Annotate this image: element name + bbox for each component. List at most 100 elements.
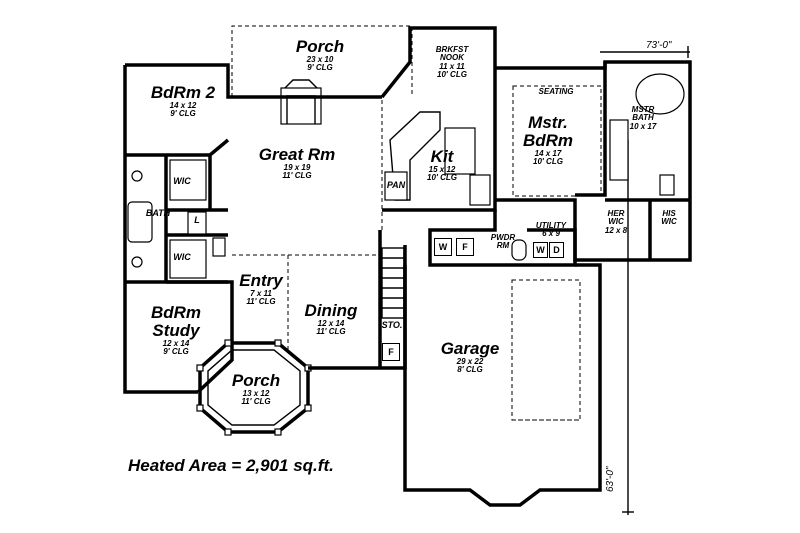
- wall-garage: [403, 263, 602, 507]
- room-size: 12 x 14: [162, 338, 190, 348]
- bdrm2-label: BdRm 2 14 x 12 9' CLG: [151, 84, 215, 119]
- garage-bay-1: [511, 279, 581, 421]
- room-ceiling: 8' CLG: [457, 365, 483, 375]
- wall-bdrm2-bath: [125, 138, 230, 284]
- pantry: [384, 171, 408, 201]
- room-ceiling: 9' CLG: [170, 109, 196, 119]
- depth-dimension: 63'-0": [605, 466, 616, 492]
- room-name: PWDR RM: [490, 233, 516, 251]
- sink-1: [131, 170, 143, 182]
- tub: [127, 201, 153, 243]
- room-ceiling: 11' CLG: [246, 297, 276, 307]
- seating-label: SEATING: [538, 87, 574, 96]
- room-size: 19 x 19: [283, 162, 311, 172]
- room-size: 14 x 12: [169, 100, 197, 110]
- master-vanity: [609, 119, 629, 181]
- room-name: Dining: [304, 301, 358, 320]
- breakfast-nook-label: BRKFST NOOK 11 x 11 10' CLG: [426, 45, 478, 80]
- wic-shelf-2: [169, 239, 207, 279]
- room-name: Porch: [295, 37, 345, 56]
- kitchen-island: [444, 127, 476, 175]
- room-ceiling: 9' CLG: [307, 63, 333, 73]
- room-name: Mstr. BdRm: [522, 113, 574, 150]
- room-size: 14 x 17: [534, 148, 562, 158]
- rear-porch-outline: [231, 25, 413, 97]
- room-size: 29 x 22: [456, 356, 484, 366]
- room-ceiling: 10' CLG: [427, 173, 457, 183]
- room-size: 6 x 9: [542, 229, 560, 239]
- room-ceiling: 9' CLG: [163, 347, 189, 357]
- powder-lav: [511, 239, 527, 261]
- room-name: HIS WIC: [661, 209, 677, 227]
- wic-shelf-1: [169, 159, 207, 201]
- washer-box-1: W: [434, 238, 452, 256]
- bath-tag: BATH: [145, 208, 171, 218]
- room-ceiling: 11' CLG: [316, 327, 346, 337]
- storage-tag: STO.: [381, 320, 403, 330]
- room-name: BRKFST NOOK: [435, 45, 469, 63]
- bath-toilet: [212, 237, 226, 257]
- width-dimension: 73'-0": [646, 40, 672, 51]
- utility-label: UTILITY 6 x 9: [535, 221, 567, 239]
- heated-area-label: Heated Area = 2,901 sq.ft.: [128, 456, 334, 475]
- front-porch-inner: [207, 349, 301, 426]
- master-bedroom-label: Mstr. BdRm 14 x 17 10' CLG: [513, 114, 583, 166]
- rear-porch-label: Porch 23 x 10 9' CLG: [296, 38, 344, 73]
- master-bath-label: MSTR BATH 10 x 17: [623, 105, 663, 131]
- room-size: 7 x 11: [250, 288, 272, 298]
- garage-label: Garage 29 x 22 8' CLG: [441, 340, 500, 375]
- room-size: 12 x 8: [604, 225, 628, 235]
- master-seating-area: [512, 85, 602, 197]
- master-toilet: [659, 174, 675, 196]
- entry-label: Entry 7 x 11 11' CLG: [239, 272, 282, 307]
- her-wic-label: HER WIC 12 x 8: [601, 209, 631, 235]
- washer-box-2: W: [533, 242, 548, 258]
- room-size: 13 x 12: [242, 388, 270, 398]
- stairs: [381, 247, 405, 319]
- room-name: SEATING: [538, 87, 574, 96]
- room-name: BdRm Study: [150, 303, 202, 340]
- range: [469, 174, 491, 206]
- room-size: 10 x 17: [629, 121, 657, 131]
- room-name: Garage: [440, 339, 500, 358]
- linen-tag: L: [194, 215, 200, 225]
- wall-master-bath: [575, 62, 690, 260]
- master-tub: [635, 73, 685, 115]
- pantry-tag: PAN: [386, 180, 406, 190]
- study-label: BdRm Study 12 x 14 9' CLG: [140, 304, 212, 356]
- room-ceiling: 11' CLG: [282, 171, 312, 181]
- room-size: 15 x 12: [428, 164, 456, 174]
- room-ceiling: 10' CLG: [437, 70, 467, 80]
- room-name: UTILITY: [535, 221, 567, 230]
- fridge-box-2: F: [382, 343, 400, 361]
- his-wic-label: HIS WIC: [656, 209, 682, 227]
- room-name: Kit: [430, 147, 454, 166]
- wall-bdrm2: [123, 63, 382, 394]
- wic-tag-1: WIC: [173, 176, 191, 186]
- sink-2: [131, 256, 143, 268]
- room-ceiling: 10' CLG: [533, 157, 563, 167]
- powder-room-label: PWDR RM: [489, 233, 517, 251]
- room-ceiling: 11' CLG: [241, 397, 271, 407]
- great-room-label: Great Rm 19 x 19 11' CLG: [259, 146, 336, 181]
- room-name: MSTR BATH: [631, 105, 655, 123]
- room-size: 11 x 11: [439, 61, 465, 71]
- room-name: Entry: [239, 271, 283, 290]
- dining-label: Dining 12 x 14 11' CLG: [305, 302, 358, 337]
- wic-tag-2: WIC: [173, 252, 191, 262]
- kitchen-label: Kit 15 x 12 10' CLG: [427, 148, 457, 183]
- room-size: 12 x 14: [317, 318, 345, 328]
- wall-utility: [428, 210, 577, 267]
- fridge-box-1: F: [456, 238, 474, 256]
- room-name: HER WIC: [607, 209, 625, 227]
- front-porch-label: Porch 13 x 12 11' CLG: [232, 372, 280, 407]
- room-name: BdRm 2: [150, 83, 216, 102]
- linen-closet: [187, 211, 207, 235]
- room-name: Porch: [231, 371, 281, 390]
- room-name: Great Rm: [258, 145, 336, 164]
- room-size: 23 x 10: [306, 54, 334, 64]
- wall-entry-study: [125, 280, 234, 394]
- wall-kitchen: [380, 26, 497, 212]
- dryer-box: D: [549, 242, 564, 258]
